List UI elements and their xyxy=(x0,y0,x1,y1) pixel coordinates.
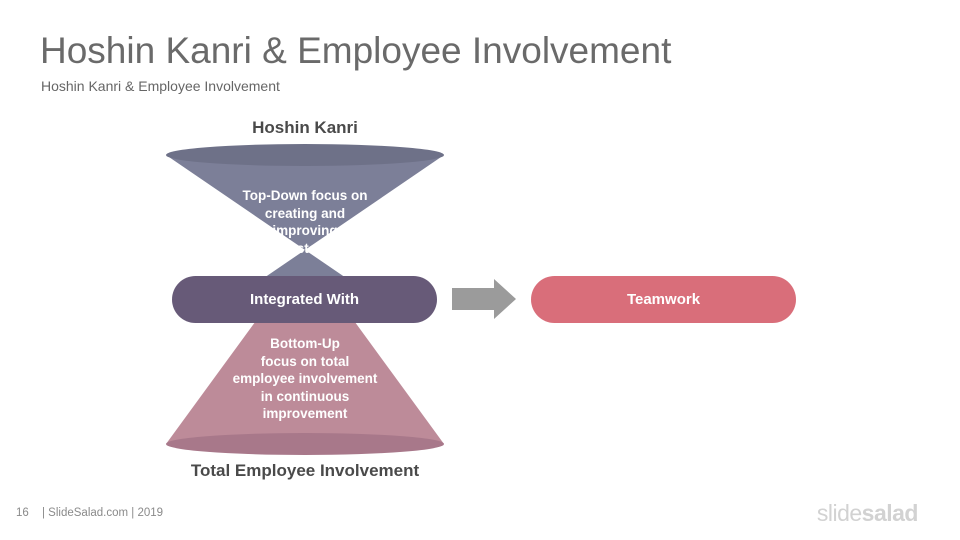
slide-subtitle: Hoshin Kanri & Employee Involvement xyxy=(41,78,280,94)
bottom-cone xyxy=(166,318,444,444)
footer-credit: | SlideSalad.com | 2019 xyxy=(42,507,164,519)
top-cone xyxy=(166,155,444,282)
top-cone-text-line: Top-Down focus on xyxy=(242,188,368,203)
bottom-cone-text-line: Bottom-Up xyxy=(270,336,340,351)
slide-title: Hoshin Kanri & Employee Involvement xyxy=(40,30,672,71)
top-cone-text: Top-Down focus on creating and improving… xyxy=(205,187,405,257)
bottom-cone-text: Bottom-Up focus on total employee involv… xyxy=(205,335,405,423)
top-cone-text-line: system xyxy=(281,240,329,256)
integrated-with-pill: Integrated With xyxy=(172,276,437,323)
bottom-cone-text-line: in continuous xyxy=(260,388,350,404)
slidesalad-logo: slidesalad xyxy=(816,500,919,527)
page-number: 16 xyxy=(16,507,29,519)
right-arrow xyxy=(452,279,516,319)
bottom-cone-text-line: improvement xyxy=(262,406,348,421)
logo-part-slide: slide xyxy=(816,500,862,526)
top-cone-rim xyxy=(166,144,444,166)
top-cone-text-line: improving xyxy=(272,223,338,238)
top-cone-label: Hoshin Kanri xyxy=(252,118,358,137)
teamwork-pill: Teamwork xyxy=(531,276,796,323)
logo-part-salad: salad xyxy=(861,500,919,526)
bottom-cone-label: Total Employee Involvement xyxy=(190,461,420,480)
footer: 16 | SlideSalad.com | 2019 xyxy=(16,507,163,519)
bottom-cone-rim xyxy=(166,433,444,455)
bottom-cone-text-line: focus on total xyxy=(260,353,350,369)
bottom-cone-text-line: employee involvement xyxy=(232,371,378,386)
top-cone-text-line: creating and xyxy=(264,205,346,221)
